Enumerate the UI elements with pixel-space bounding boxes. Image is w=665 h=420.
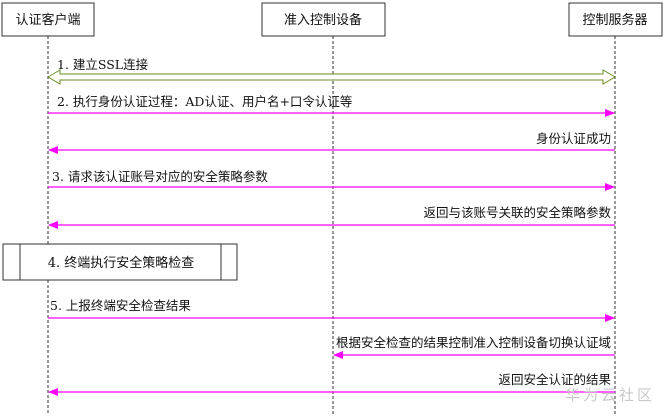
- actor-client: 认证客户端: [1, 2, 95, 37]
- message-label: 根据安全检查的结果控制准入控制设备切换认证域: [336, 335, 611, 350]
- message-label: 1. 建立SSL连接: [57, 57, 149, 72]
- actor-server: 控制服务器: [568, 2, 663, 37]
- message-label: 身份认证成功: [536, 131, 611, 146]
- message-label: 3. 请求该认证账号对应的安全策略参数: [52, 169, 268, 184]
- message-ssl: 1. 建立SSL连接: [47, 57, 616, 85]
- actor-client-label: 认证客户端: [15, 12, 80, 28]
- message-label: 2. 执行身份认证过程：AD认证、用户名+口令认证等: [57, 94, 352, 109]
- process-box: 4. 终端执行安全策略检查: [2, 243, 238, 281]
- message-report-result: 5. 上报终端安全检查结果: [48, 298, 615, 322]
- actor-gateway: 准入控制设备: [261, 2, 386, 37]
- actor-gateway-label: 准入控制设备: [284, 12, 362, 28]
- message-label: 返回与该账号关联的安全策略参数: [423, 205, 611, 220]
- message-request-policy: 3. 请求该认证账号对应的安全策略参数: [48, 169, 615, 191]
- message-switch-domain: 根据安全检查的结果控制准入控制设备切换认证域: [333, 335, 615, 359]
- message-auth: 2. 执行身份认证过程：AD认证、用户名+口令认证等: [48, 94, 615, 117]
- message-return-result: 返回安全认证的结果: [48, 372, 615, 396]
- message-label: 5. 上报终端安全检查结果: [50, 298, 191, 313]
- message-return-policy: 返回与该账号关联的安全策略参数: [48, 205, 615, 229]
- message-auth-success: 身份认证成功: [48, 131, 615, 154]
- process-box-label: 4. 终端执行安全策略检查: [48, 255, 195, 271]
- message-label: 返回安全认证的结果: [498, 372, 611, 387]
- watermark: 华为云社区: [565, 386, 655, 404]
- actor-server-label: 控制服务器: [582, 12, 647, 28]
